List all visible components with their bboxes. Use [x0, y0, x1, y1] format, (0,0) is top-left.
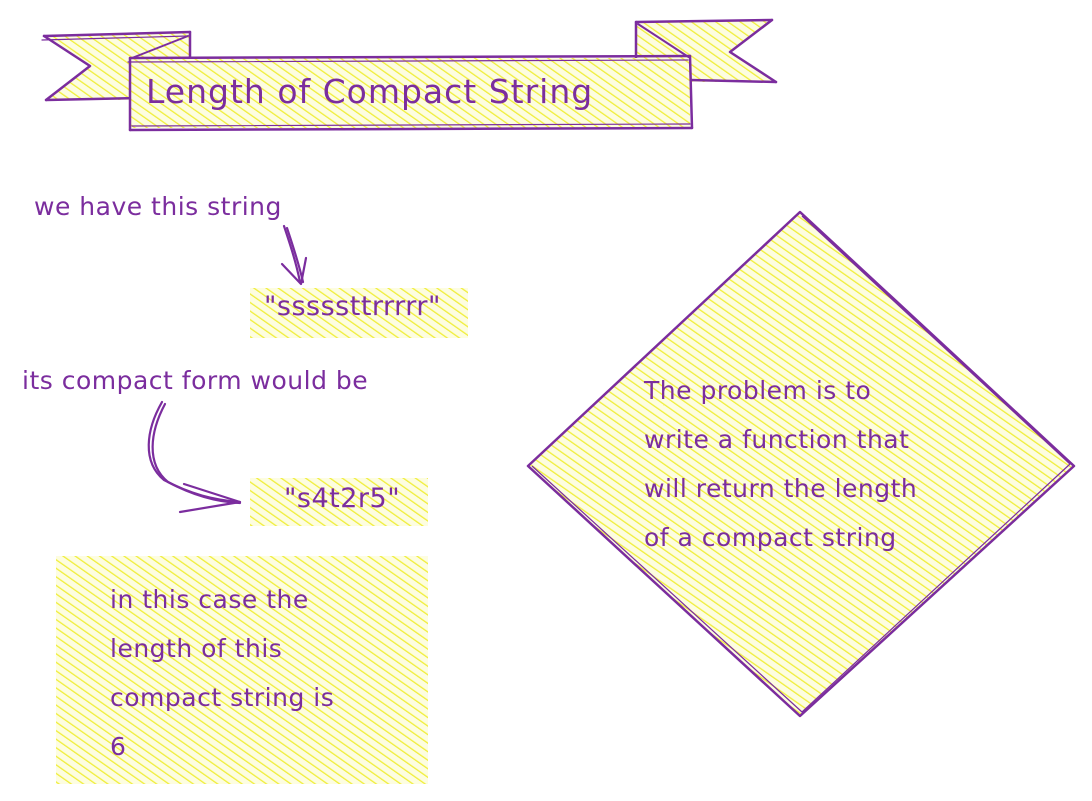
note-box — [56, 556, 428, 784]
intro-text: we have this string — [34, 192, 282, 221]
page-title: Length of Compact String — [146, 72, 594, 111]
original-string: "sssssttrrrrr" — [264, 291, 441, 322]
problem-line-2: write a function that — [644, 425, 910, 454]
original-string-highlight — [250, 288, 468, 338]
title-banner — [127, 54, 694, 132]
arrow-to-original-string — [280, 224, 308, 286]
note-line-2: length of this — [110, 634, 283, 663]
note-line-1: in this case the — [110, 585, 309, 614]
problem-line-1: The problem is to — [644, 376, 872, 405]
problem-line-4: of a compact string — [644, 523, 897, 552]
compact-form-label: its compact form would be — [22, 366, 369, 395]
compact-string-highlight — [250, 478, 428, 526]
compact-string: "s4t2r5" — [284, 483, 401, 514]
problem-diamond — [526, 210, 1076, 718]
note-line-4: 6 — [110, 732, 127, 761]
arrow-to-compact-string — [147, 400, 242, 514]
note-line-3: compact string is — [110, 683, 335, 712]
problem-line-3: will return the length — [644, 474, 918, 503]
